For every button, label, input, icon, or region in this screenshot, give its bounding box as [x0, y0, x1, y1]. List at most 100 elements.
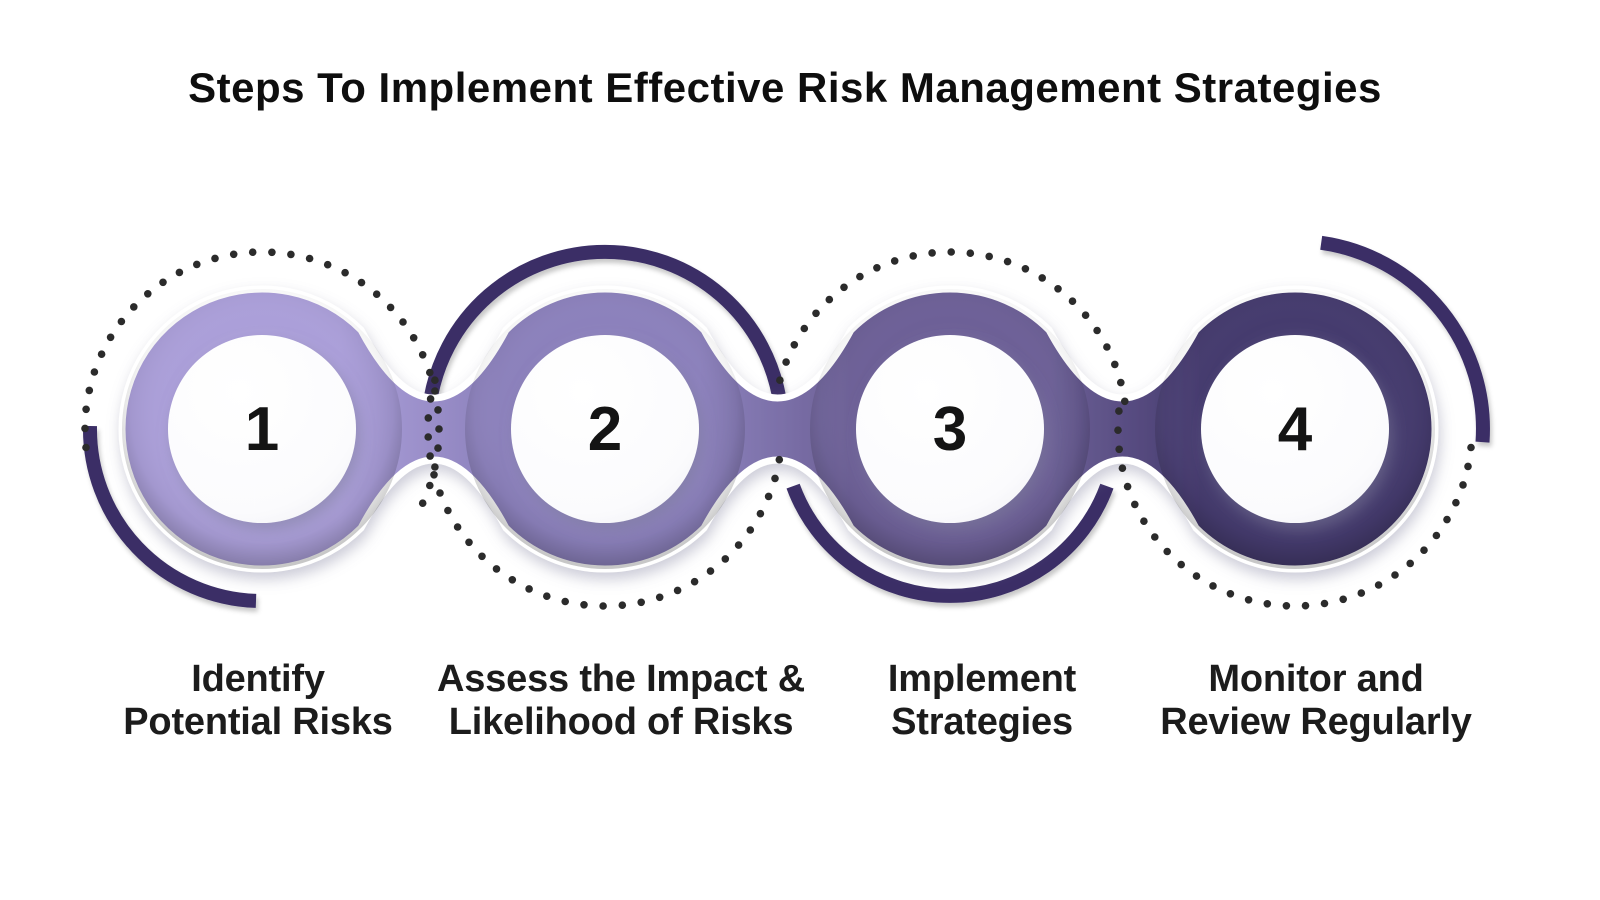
ring-dot: [144, 290, 152, 298]
step-label-3: Implement Strategies: [772, 658, 1192, 744]
step-label-4: Monitor and Review Regularly: [1106, 658, 1526, 744]
ring-dot: [771, 474, 779, 483]
ring-dot: [1103, 343, 1111, 351]
ring-dot: [1021, 265, 1030, 273]
ring-dot: [1163, 547, 1171, 556]
ring-dot: [1117, 378, 1125, 387]
ring-dot: [764, 492, 773, 501]
ring-dot: [1459, 481, 1467, 489]
step-label-4-line-1: Monitor and: [1208, 658, 1424, 700]
ring-dot: [782, 358, 790, 366]
ring-dot: [790, 341, 799, 349]
ring-dot: [812, 309, 820, 318]
ring-dot: [1093, 326, 1101, 335]
ring-dot: [465, 538, 473, 547]
ring-dot: [453, 523, 462, 531]
ring-dot: [372, 290, 381, 299]
ring-dot: [1301, 601, 1310, 610]
ring-dot: [1121, 397, 1129, 406]
ring-dot: [1282, 602, 1291, 610]
ring-dot: [424, 414, 433, 422]
ring-dot: [1192, 572, 1201, 580]
ring-dot: [1432, 531, 1441, 540]
ring-dot: [1244, 596, 1253, 604]
ring-dot: [1464, 462, 1472, 471]
ring-dot: [305, 254, 314, 263]
ring-dot: [508, 576, 517, 584]
ring-dot: [431, 376, 439, 385]
ring-dot: [1003, 257, 1012, 266]
ring-dot: [1140, 517, 1148, 525]
ring-dot: [756, 509, 765, 518]
ring-dot: [1114, 426, 1122, 435]
ring-dot: [580, 601, 588, 609]
ring-dot: [175, 268, 184, 277]
ring-dot: [1115, 407, 1123, 415]
ring-dot: [618, 601, 627, 609]
ring-dot: [1118, 464, 1127, 473]
step-label-1-line-2: Potential Risks: [123, 701, 393, 743]
ring-dot: [435, 425, 443, 433]
ring-dot: [721, 555, 730, 563]
ring-dot: [840, 283, 848, 292]
step-label-1: Identify Potential Risks: [48, 658, 468, 744]
ring-dot: [1374, 581, 1383, 589]
ring-dot: [599, 602, 607, 610]
ring-dot: [82, 443, 90, 452]
ring-dot: [248, 248, 257, 256]
ring-dot: [81, 424, 89, 433]
ring-dot: [1357, 589, 1366, 597]
ring-dot: [431, 463, 439, 471]
ring-dot: [287, 250, 295, 259]
ring-dot: [734, 541, 743, 549]
ring-dot: [409, 334, 418, 342]
ring-dot: [1391, 571, 1399, 579]
ring-dot: [444, 506, 452, 515]
ring-dot: [775, 455, 784, 464]
ring-dot: [430, 471, 438, 479]
ring-dot: [1263, 600, 1272, 608]
ring-dot: [856, 272, 864, 281]
ring-dot: [690, 577, 699, 586]
ring-dot: [1443, 515, 1451, 524]
ring-dot: [966, 249, 975, 257]
step-label-4-line-2: Review Regularly: [1160, 701, 1472, 743]
step-number-1: 1: [244, 394, 280, 464]
step-number-circle-1: [168, 335, 356, 523]
ring-dot: [525, 585, 533, 593]
ring-dot: [909, 252, 917, 260]
ring-dot: [229, 250, 238, 259]
step-number-3: 3: [932, 394, 968, 464]
ring-dot: [268, 248, 276, 257]
ring-dot: [1339, 595, 1347, 604]
ring-dot: [386, 303, 395, 312]
step-label-3-line-1: Implement: [887, 658, 1077, 700]
ring-dot: [193, 260, 201, 269]
ring-dot: [776, 376, 784, 385]
ring-dot: [399, 318, 407, 326]
ring-dot: [746, 526, 755, 534]
ring-dot: [1038, 274, 1046, 282]
ring-dot: [543, 592, 551, 600]
solid-arc-step-2: [422, 244, 788, 406]
ring-dot: [97, 350, 106, 359]
step-number-circle-2: [511, 335, 699, 523]
ring-dot: [1115, 445, 1123, 454]
number-circles: [168, 335, 1389, 523]
solid-arcs: [82, 235, 1490, 608]
ring-dot: [90, 368, 99, 376]
step-number-circle-3: [856, 335, 1044, 523]
ring-dot: [947, 248, 955, 256]
solid-arc-step-4: [1320, 235, 1490, 443]
ring-dot: [1151, 533, 1159, 541]
solid-arc-step-1: [82, 425, 257, 608]
ring-dot: [800, 324, 809, 333]
ring-dot: [323, 260, 332, 269]
ring-dot: [1209, 582, 1217, 590]
ring-dot: [1452, 498, 1460, 507]
ring-dot: [873, 264, 881, 272]
ring-dot: [426, 452, 434, 460]
ring-dot: [1068, 297, 1077, 306]
